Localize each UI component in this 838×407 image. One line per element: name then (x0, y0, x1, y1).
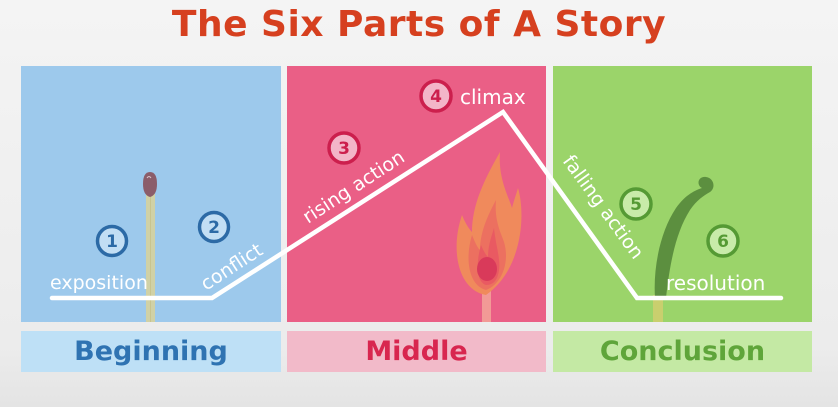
part-number: 2 (208, 218, 220, 238)
number-badge-3 (327, 131, 361, 165)
burning-match-icon (456, 152, 522, 322)
section-label-conclusion: Conclusion (553, 331, 812, 372)
part-4: 4 climax (419, 79, 526, 113)
part-number: 3 (338, 139, 350, 159)
burnt-match-icon (653, 176, 714, 322)
part-label: resolution (666, 271, 765, 295)
section-label-middle: Middle (287, 331, 546, 372)
part-number: 6 (717, 232, 729, 252)
number-badge-1 (95, 224, 129, 258)
unlit-match-icon (143, 172, 157, 322)
conclusion-panel (553, 66, 812, 322)
number-badge-5 (619, 187, 653, 221)
number-badge-6 (706, 224, 740, 258)
part-1: 1 exposition (50, 224, 148, 294)
part-number: 4 (430, 87, 442, 107)
story-arc-line (49, 108, 784, 301)
number-badge-4 (419, 79, 453, 113)
part-label: exposition (50, 272, 148, 294)
number-badge-2 (197, 210, 231, 244)
page-title: The Six Parts of A Story (171, 4, 667, 45)
part-label: climax (460, 85, 526, 109)
part-number: 1 (106, 232, 118, 252)
part-number: 5 (630, 195, 642, 215)
part-6: 6 resolution (666, 224, 765, 295)
section-label-beginning: Beginning (21, 331, 281, 372)
